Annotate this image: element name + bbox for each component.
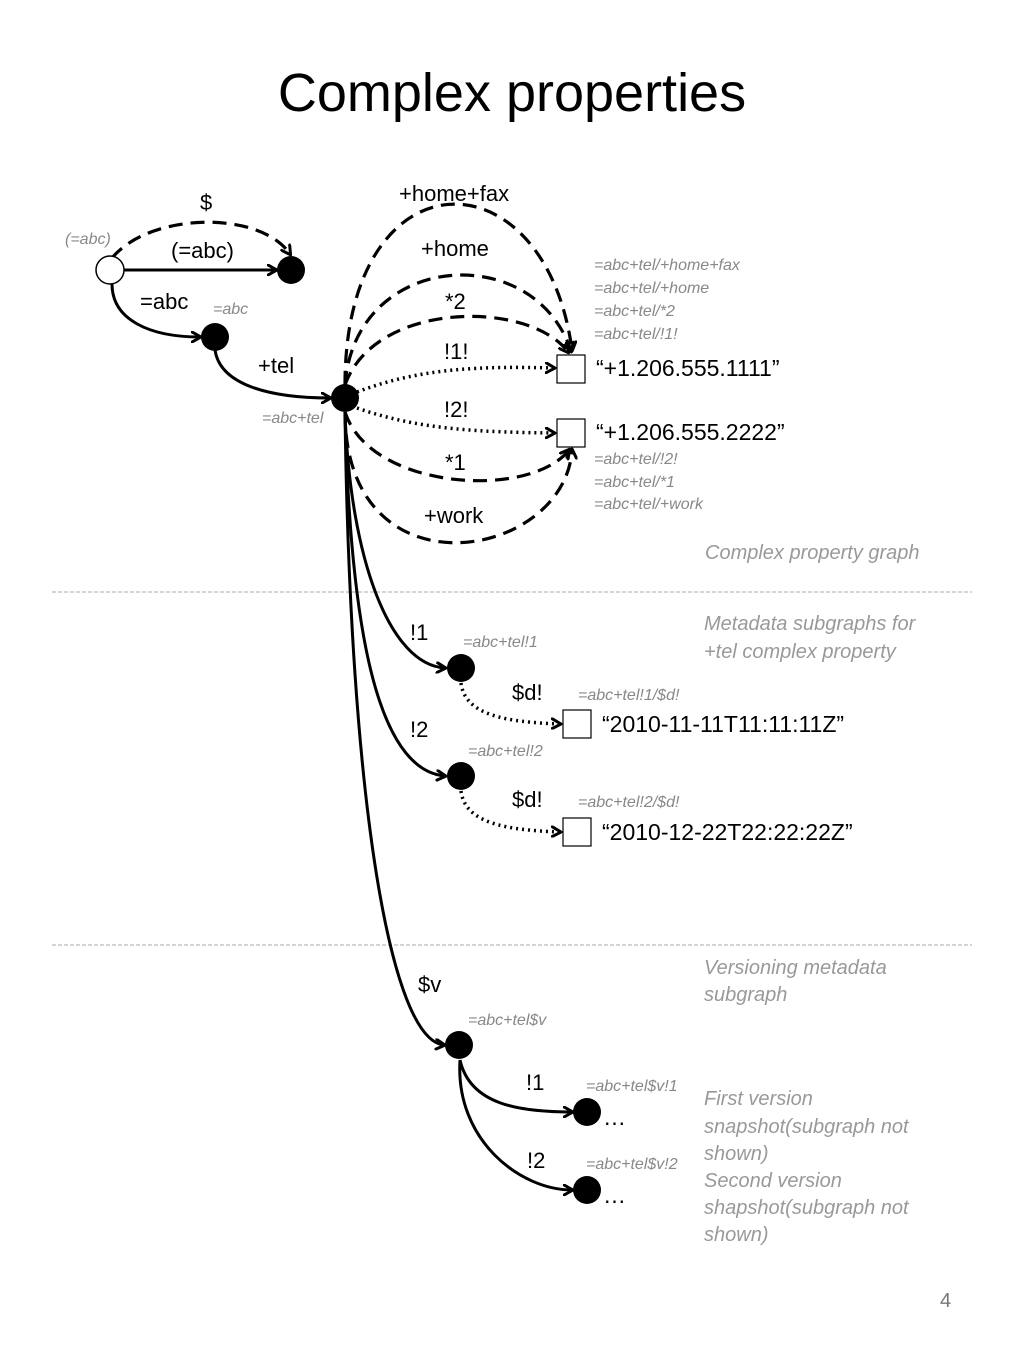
version-node bbox=[445, 1031, 473, 1059]
edge-star2 bbox=[343, 314, 568, 386]
tel-node bbox=[331, 384, 359, 412]
edge-label-home: +home bbox=[421, 236, 489, 261]
value-date1: “2010-11-11T11:11:11Z” bbox=[602, 711, 844, 737]
edge-label-meta1-d: $d! bbox=[512, 680, 543, 705]
edge-label-v2: !2 bbox=[527, 1148, 545, 1173]
edge-label-meta2: !2 bbox=[410, 717, 428, 742]
caption-first-version: snapshot(subgraph not bbox=[704, 1116, 910, 1138]
value1-path: =abc+tel/!1! bbox=[594, 326, 678, 343]
node-label-meta1-d: =abc+tel!1/$d! bbox=[578, 687, 680, 704]
root-node bbox=[95, 255, 125, 285]
caption-first-version: shown) bbox=[704, 1143, 768, 1165]
edge-label-v1: !1 bbox=[526, 1070, 544, 1095]
edge-tel bbox=[213, 349, 330, 398]
caption-versioning: Versioning metadata bbox=[704, 957, 887, 979]
value2-path: =abc+tel/+work bbox=[594, 496, 704, 513]
edge-label-work: +work bbox=[424, 503, 484, 528]
value-phone1: “+1.206.555.1111” bbox=[596, 355, 780, 381]
node-label-v1: =abc+tel$v!1 bbox=[586, 1078, 678, 1095]
edge-dollar bbox=[110, 220, 290, 260]
ellipsis-v2: … bbox=[603, 1182, 626, 1208]
edge-bang2bang bbox=[356, 406, 554, 433]
edge-label-meta1: !1 bbox=[410, 620, 428, 645]
edge-v1 bbox=[458, 1059, 572, 1112]
value1-path: =abc+tel/+home bbox=[594, 280, 709, 297]
meta1-node bbox=[447, 654, 475, 682]
node-label-tel: =abc+tel bbox=[262, 410, 324, 427]
edge-home-fax bbox=[343, 202, 572, 386]
caption-versioning: subgraph bbox=[704, 984, 787, 1006]
edge-eq-abc bbox=[110, 283, 200, 337]
edge-label-star2: *2 bbox=[445, 289, 466, 314]
edge-star1 bbox=[343, 411, 569, 483]
value2-path: =abc+tel/*1 bbox=[594, 474, 675, 491]
value-box-date1 bbox=[562, 709, 592, 739]
edge-label-self-ref: (=abc) bbox=[171, 238, 234, 263]
node-label-meta2: =abc+tel!2 bbox=[468, 743, 543, 760]
edge-label-eq-abc: =abc bbox=[140, 289, 188, 314]
edge-meta2-d bbox=[459, 790, 560, 832]
node-label-meta2-d: =abc+tel!2/$d! bbox=[578, 794, 680, 811]
caption-first-version: First version bbox=[704, 1088, 813, 1110]
value-box-date2 bbox=[562, 817, 592, 847]
edge-label-meta2-d: $d! bbox=[512, 787, 543, 812]
meta2-node bbox=[447, 762, 475, 790]
edge-label-home-fax: +home+fax bbox=[399, 181, 509, 206]
caption-metadata: Metadata subgraphs for bbox=[704, 613, 917, 635]
value1-path: =abc+tel/+home+fax bbox=[594, 257, 741, 274]
node-label-v2: =abc+tel$v!2 bbox=[586, 1156, 678, 1173]
edge-label-bang2bang: !2! bbox=[444, 397, 468, 422]
caption-metadata: +tel complex property bbox=[704, 641, 897, 663]
value1-path: =abc+tel/*2 bbox=[594, 303, 675, 320]
edge-version bbox=[343, 411, 444, 1045]
node-label-abc: =abc bbox=[213, 301, 248, 318]
caption-second-version: shapshot(subgraph not bbox=[704, 1197, 910, 1219]
edge-meta1 bbox=[343, 411, 445, 668]
edge-label-dollar: $ bbox=[200, 190, 212, 215]
edge-meta2 bbox=[343, 411, 445, 776]
v2-node bbox=[573, 1176, 601, 1204]
edge-label-bang1bang: !1! bbox=[444, 339, 468, 364]
value-box-phone2 bbox=[556, 418, 586, 448]
edge-bang1bang bbox=[356, 367, 554, 394]
page-number: 4 bbox=[940, 1290, 952, 1312]
caption-second-version: shown) bbox=[704, 1224, 768, 1246]
value-box-phone1 bbox=[556, 354, 586, 384]
edge-meta1-d bbox=[459, 682, 560, 724]
node-label-meta1: =abc+tel!1 bbox=[463, 634, 538, 651]
page-title: Complex properties bbox=[277, 63, 747, 123]
value2-path: =abc+tel/!2! bbox=[594, 451, 678, 468]
caption-graph: Complex property graph bbox=[705, 542, 920, 564]
edge-work bbox=[343, 411, 572, 545]
v1-node bbox=[573, 1098, 601, 1126]
edge-label-tel: +tel bbox=[258, 353, 294, 378]
edge-home bbox=[343, 273, 571, 386]
edge-v2 bbox=[458, 1059, 572, 1190]
node-label-root: (=abc) bbox=[65, 231, 111, 248]
ellipsis-v1: … bbox=[603, 1104, 626, 1130]
value-phone2: “+1.206.555.2222” bbox=[596, 419, 785, 445]
abc-node bbox=[201, 323, 229, 351]
edge-label-star1: *1 bbox=[445, 450, 466, 475]
value-date2: “2010-12-22T22:22:22Z” bbox=[602, 819, 853, 845]
self-ref-node bbox=[277, 256, 305, 284]
caption-second-version: Second version bbox=[704, 1170, 842, 1192]
edge-label-version: $v bbox=[418, 972, 441, 997]
node-label-version: =abc+tel$v bbox=[468, 1012, 547, 1029]
